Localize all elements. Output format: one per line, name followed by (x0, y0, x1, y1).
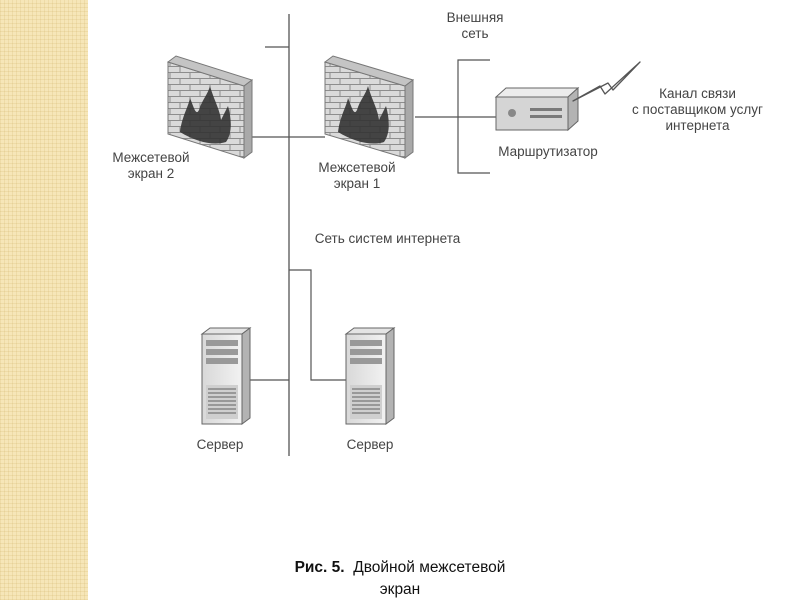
caption-title-line-2: экран (379, 581, 421, 598)
internet-systems-network-label: Сеть систем интернета (314, 231, 461, 246)
figure-caption: Рис. 5. Двойной межсетевой экран (240, 557, 560, 601)
external-network-label: Внешняя сеть (446, 10, 504, 41)
caption-line-1: Рис. 5. Двойной межсетевой (240, 557, 560, 579)
lightning-icon (572, 61, 641, 102)
server-left-icon (200, 327, 252, 425)
firewall-2-icon (166, 55, 254, 159)
server-right-icon (344, 327, 396, 425)
server-right-label: Сервер (346, 437, 394, 452)
caption-prefix: Рис. 5. (294, 559, 345, 576)
firewall-2-label: Межсетевой экран 2 (112, 150, 190, 181)
server-left-label: Сервер (196, 437, 244, 452)
router-icon (494, 86, 580, 132)
provider-channel-label: Канал связи с поставщиком услуг интернет… (632, 86, 763, 133)
router-label: Маршрутизатор (498, 144, 598, 159)
firewall-1-label: Межсетевой экран 1 (318, 160, 396, 191)
connector-lines (244, 46, 496, 381)
firewall-1-icon (323, 55, 415, 159)
page-margin-strip (0, 0, 88, 600)
caption-title-line-1: Двойной межсетевой (353, 559, 506, 576)
